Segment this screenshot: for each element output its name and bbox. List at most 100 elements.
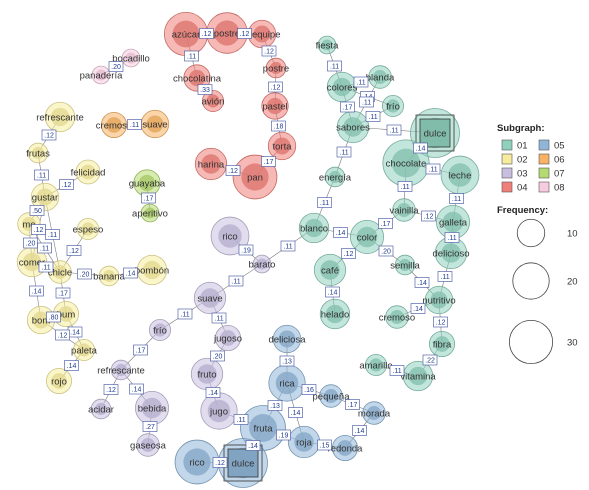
node-vitamina[interactable]: vitamina (400, 360, 436, 392)
node-arequipe[interactable]: arequipe (244, 19, 281, 49)
node-felicidad[interactable]: felicidad (71, 159, 106, 185)
edge-weight-box (184, 50, 199, 62)
node-avion[interactable]: avión (202, 89, 225, 113)
node-chocolatina[interactable]: chocolatina (173, 64, 222, 92)
legend-item-06: 06 (538, 153, 565, 166)
node-galleta[interactable]: galleta (435, 204, 470, 239)
legend-label: 02 (517, 155, 528, 166)
node-delicioso[interactable]: delicioso (433, 236, 470, 270)
edge-weight-value: .12 (69, 248, 79, 255)
node-cafe[interactable]: café (313, 253, 347, 287)
node-rico[interactable]: rico (174, 439, 220, 485)
node-pequena[interactable]: pequeña (313, 384, 351, 408)
node-label: refrescante (36, 113, 84, 124)
node-rica[interactable]: rica (268, 364, 306, 402)
node-leche[interactable]: leche (440, 155, 480, 195)
node-amarillo[interactable]: amarillo (359, 353, 393, 377)
node-core (197, 364, 217, 384)
node-frio[interactable]: frío (148, 318, 172, 342)
node-refrescante[interactable]: refrescante (36, 101, 84, 133)
node-energia[interactable]: energía (319, 166, 352, 188)
node-harina[interactable]: harina (194, 147, 228, 181)
node-gaseosa[interactable]: gaseosa (130, 433, 167, 457)
edge-weight-label: .12 (59, 179, 74, 190)
node-fruto[interactable]: fruto (190, 357, 224, 391)
edge-weight-value: .11 (440, 274, 449, 281)
node-frutas[interactable]: frutas (26, 142, 50, 164)
node-panaderia[interactable]: panadería (80, 65, 124, 85)
edge-weight-value: .11 (130, 122, 139, 129)
node-label: jugo (209, 407, 228, 418)
node-label: pan (247, 173, 263, 184)
node-core (332, 77, 352, 97)
node-dulce[interactable]: dulce (218, 438, 268, 488)
node-banana[interactable]: banana (93, 265, 126, 287)
node-deliciosa[interactable]: deliciosa (269, 324, 307, 354)
edge-weight-box (45, 229, 60, 240)
node-color[interactable]: color (349, 219, 384, 254)
node-torta[interactable]: torta (267, 131, 297, 161)
node-refrescante[interactable]: refrescante (97, 359, 145, 381)
node-jugo[interactable]: jugo (200, 392, 238, 430)
node-core (125, 52, 137, 64)
node-helado[interactable]: helado (319, 298, 351, 330)
node-azucar[interactable]: azúcar (163, 11, 209, 57)
node-vainilla[interactable]: vainilla (389, 198, 419, 222)
legend-swatch (501, 167, 513, 179)
node-cremoso[interactable]: cremoso (379, 305, 415, 329)
edge-weight-value: .20 (26, 241, 36, 248)
edge-weight-label: .11 (397, 181, 413, 192)
edge-weight-box (233, 414, 249, 425)
node-label: redonda (328, 444, 364, 455)
edge-weight-value: .11 (330, 64, 339, 71)
node-label: felicidad (71, 168, 106, 179)
node-colores[interactable]: colores (327, 71, 358, 103)
edge-weight-box (261, 156, 276, 167)
edge-weight-box (359, 96, 374, 108)
node-roja[interactable]: roja (287, 425, 321, 459)
node-postre[interactable]: postre (206, 12, 248, 54)
node-morada[interactable]: morada (358, 401, 391, 425)
edge-weight-label: .11 (228, 275, 244, 287)
node-guayaba[interactable]: guayaba (129, 169, 166, 197)
node-suave[interactable]: suave (193, 281, 227, 315)
node-jugoso[interactable]: jugoso (213, 324, 242, 352)
node-acidar[interactable]: acidar (88, 398, 114, 420)
node-aperitivo[interactable]: aperitivo (132, 203, 168, 223)
node-core (253, 25, 271, 43)
node-pastel[interactable]: pastel (261, 92, 289, 120)
node-blanda[interactable]: blanda (366, 65, 395, 89)
node-bocadillo[interactable]: bocadillo (112, 48, 150, 68)
node-redonda[interactable]: redonda (328, 434, 364, 462)
node-frio[interactable]: frío (381, 94, 405, 118)
node-fruta[interactable]: fruta (240, 405, 286, 451)
node-fiesta[interactable]: fiesta (316, 35, 339, 55)
node-bombon[interactable]: bombón (135, 254, 169, 286)
node-bebida[interactable]: bebida (134, 390, 169, 425)
node-core (441, 243, 461, 263)
node-cremoso[interactable]: cremoso (96, 111, 132, 139)
legend-label: 05 (554, 141, 565, 152)
node-nutritivo[interactable]: nutritivo (422, 285, 456, 315)
node-semilla[interactable]: semilla (390, 254, 420, 276)
node-rojo[interactable]: rojo (45, 367, 73, 395)
edge-weight-label: .11 (425, 163, 441, 175)
node-paleta[interactable]: paleta (71, 338, 98, 362)
edge-weight-label: .17 (55, 287, 71, 299)
node-postre[interactable]: postre (263, 57, 289, 79)
node-espeso[interactable]: espeso (73, 217, 104, 241)
node-label: café (321, 266, 339, 277)
node-fibra[interactable]: fibra (428, 330, 456, 358)
node-gustar[interactable]: gustar (30, 182, 60, 212)
node-core (323, 388, 339, 404)
edge-weight-label: .11 (389, 365, 405, 376)
node-sabores[interactable]: sabores (336, 110, 370, 144)
edge-weight-label: .12 (199, 28, 214, 39)
node-core (200, 288, 220, 308)
node-chicle[interactable]: chicle (48, 260, 72, 284)
edge-weight-box (29, 285, 44, 297)
node-blanco[interactable]: blanco (298, 212, 330, 244)
node-barato[interactable]: barato (249, 254, 276, 274)
node-suave[interactable]: suave (140, 109, 170, 139)
node-label: banana (93, 272, 125, 283)
